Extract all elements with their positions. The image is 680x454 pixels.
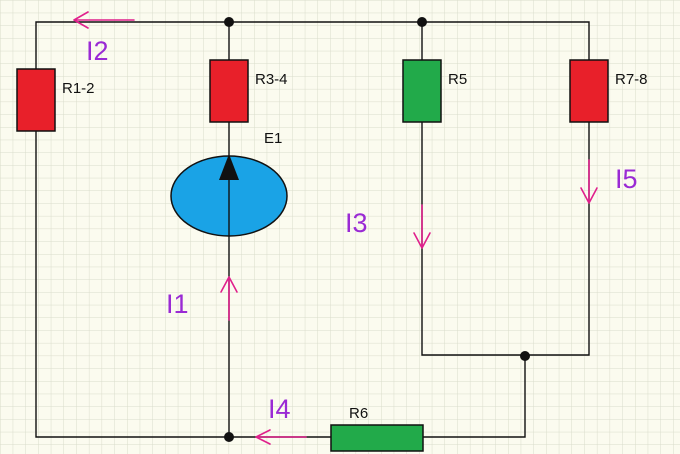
resistor-r5: [402, 59, 442, 123]
current-arrow-i1-icon: [220, 276, 238, 321]
junction-node: [224, 432, 234, 442]
resistor-r6: [330, 424, 424, 452]
resistor-r7-8: [569, 59, 609, 123]
label-r5: R5: [448, 71, 467, 88]
wire-junction-r6: [423, 355, 526, 438]
resistor-r3-4: [209, 59, 249, 123]
current-arrow-i5-icon: [580, 159, 598, 204]
junction-node: [520, 351, 530, 361]
current-label-i2: I2: [86, 36, 109, 66]
junction-node: [224, 17, 234, 27]
current-label-i4: I4: [268, 394, 291, 424]
current-label-i1: I1: [166, 289, 189, 319]
label-r1-2: R1-2: [62, 80, 95, 97]
resistor-r1-2: [16, 68, 56, 132]
top-wire: [35, 21, 590, 69]
current-label-i5: I5: [615, 164, 638, 194]
junctions: [224, 17, 530, 442]
current-arrow-i4-icon: [255, 429, 307, 445]
label-e1: E1: [264, 130, 282, 147]
source-direction-arrow-icon: [219, 154, 239, 180]
junction-node: [417, 17, 427, 27]
current-arrow-i2-icon: [73, 11, 135, 29]
label-r6: R6: [349, 405, 368, 422]
current-arrows: [73, 11, 598, 445]
label-r3-4: R3-4: [255, 71, 288, 88]
label-r7-8: R7-8: [615, 71, 648, 88]
current-arrow-i3-icon: [413, 204, 431, 249]
current-label-i3: I3: [345, 208, 368, 238]
